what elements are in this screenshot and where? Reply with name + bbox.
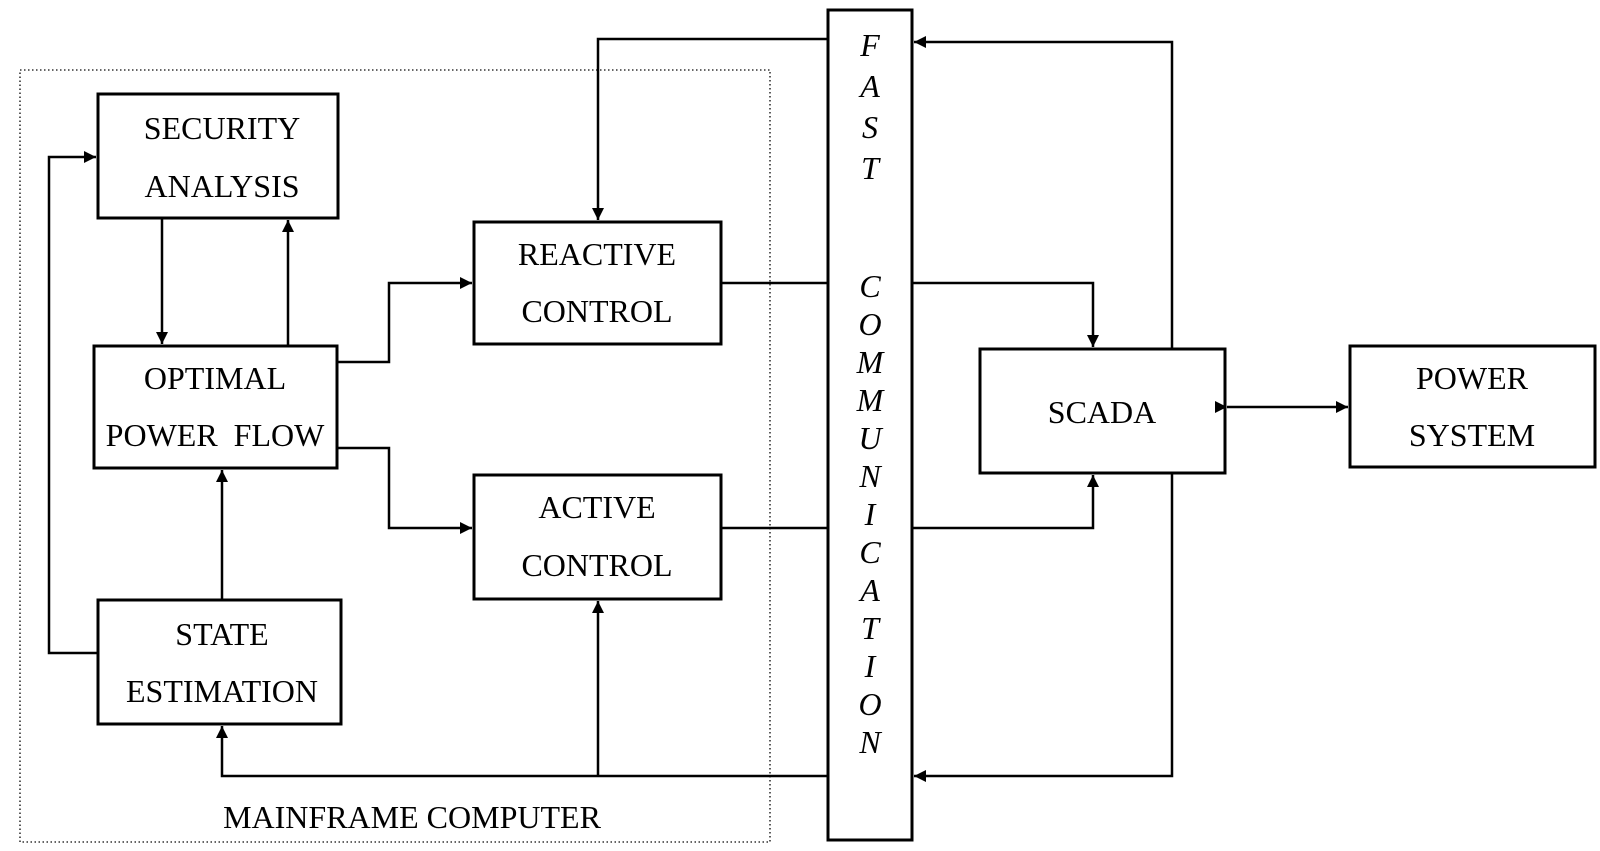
security-analysis-block: SECURITY ANALYSIS (96, 92, 340, 220)
arrow-bus-to-scada-bottom (912, 475, 1099, 530)
security-analysis-line-2: ANALYSIS (144, 168, 299, 204)
bus-letter: A (858, 572, 880, 608)
bus-letter: C (859, 534, 881, 570)
bus-letter: I (864, 496, 877, 532)
bus-letter: A (858, 68, 880, 104)
mainframe-frame (19, 69, 771, 843)
optimal-power-flow-line-1: OPTIMAL (144, 360, 286, 396)
state-estimation-line-1: STATE (175, 616, 268, 652)
connections (47, 36, 1348, 782)
bus-letter: M (856, 344, 886, 380)
optimal-power-flow-block: OPTIMAL POWER FLOW (92, 344, 339, 470)
bus-letter: T (861, 610, 881, 646)
bus-letter: O (858, 306, 881, 342)
arrow-scada-to-bus-top (914, 36, 1174, 349)
reactive-control-block: REACTIVE CONTROL (472, 220, 723, 346)
active-control-block: ACTIVE CONTROL (472, 473, 723, 601)
arrow-state-to-security (47, 151, 98, 655)
arrow-bus-to-scada-top (912, 281, 1099, 347)
scada-block: SCADA (978, 347, 1227, 475)
scada-label: SCADA (1048, 394, 1156, 430)
arrow-scada-to-bus-bottom (914, 473, 1174, 782)
bus-letter: I (864, 648, 877, 684)
fast-communication-bus (826, 8, 914, 842)
active-control-line-2: CONTROL (521, 547, 672, 583)
state-estimation-line-2: ESTIMATION (126, 673, 318, 709)
reactive-control-line-2: CONTROL (521, 293, 672, 329)
bus-letter: C (859, 268, 881, 304)
bus-letter: S (862, 109, 878, 145)
state-estimation-block: STATE ESTIMATION (96, 598, 343, 726)
reactive-control-line-1: REACTIVE (518, 236, 676, 272)
arrow-bus-to-state (216, 726, 828, 778)
bus-letter: N (858, 724, 882, 760)
security-analysis-line-1: SECURITY (144, 110, 300, 146)
optimal-power-flow-line-2: POWER FLOW (106, 417, 325, 453)
bus-letter: O (858, 686, 881, 722)
bus-letter: F (859, 27, 880, 63)
power-system-line-1: POWER (1416, 360, 1529, 396)
active-control-line-1: ACTIVE (538, 489, 655, 525)
mainframe-label: MAINFRAME COMPUTER (223, 799, 601, 835)
bus-letter: N (858, 458, 882, 494)
bus-letter: T (861, 150, 881, 186)
bus-letter: U (858, 420, 883, 456)
arrow-bus-to-reactive (592, 37, 828, 220)
power-system-line-2: SYSTEM (1409, 417, 1535, 453)
arrow-opf-to-reactive (337, 277, 472, 364)
arrow-opf-to-active (337, 446, 472, 534)
bus-letter: M (856, 382, 886, 418)
power-system-block: POWER SYSTEM (1348, 344, 1597, 469)
